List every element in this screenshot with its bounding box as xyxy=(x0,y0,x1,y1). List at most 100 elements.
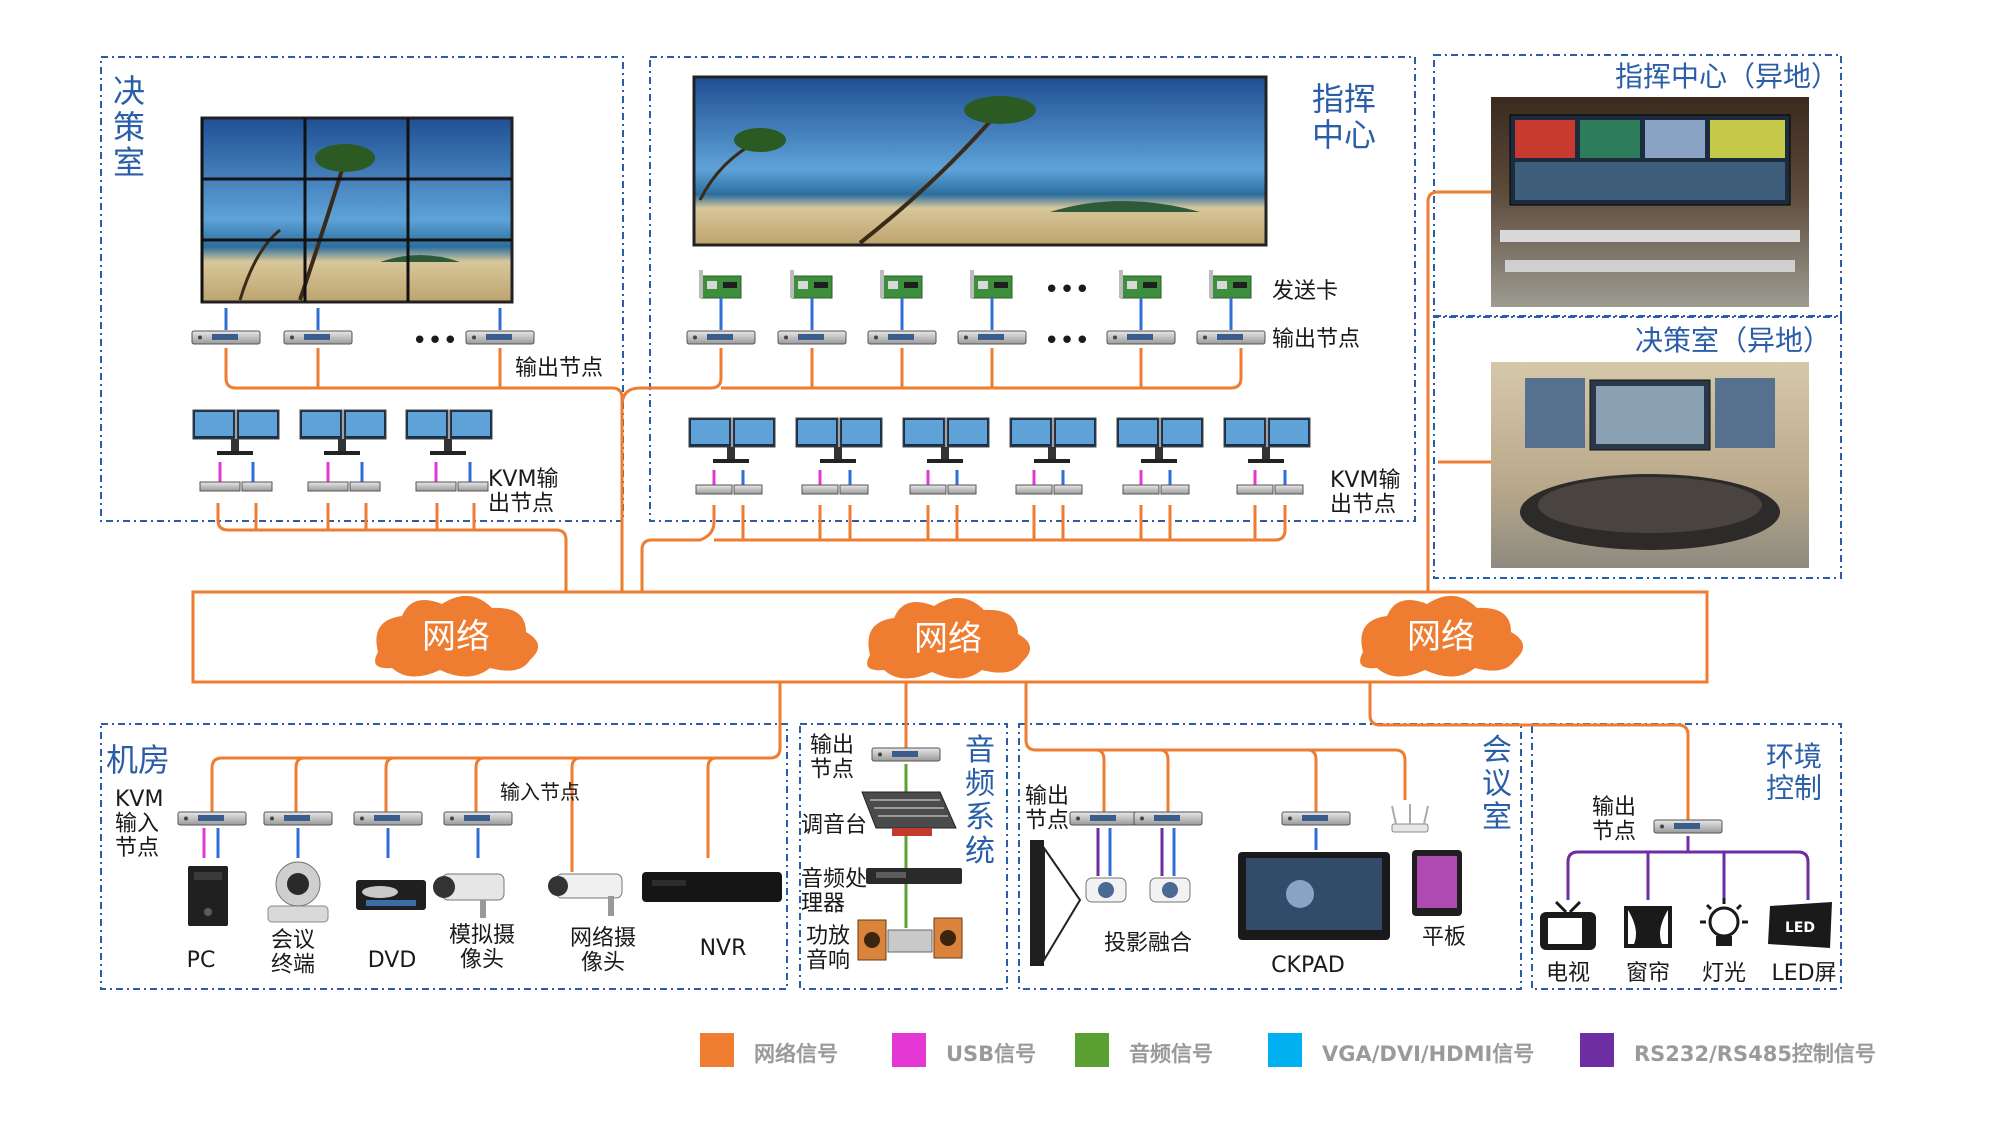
legend-label: USB信号 xyxy=(946,1042,1036,1066)
decision-room-zone xyxy=(100,56,624,522)
control-signal-lines xyxy=(1566,836,1810,900)
legend-item: 音频信号 xyxy=(1075,1033,1213,1067)
tablet-icon xyxy=(1412,850,1462,916)
device-network-camera-label: 网络摄像头 xyxy=(570,926,636,976)
meeting-room-zone xyxy=(1018,723,1522,990)
command-kvm-output-label: KVM输出节点 xyxy=(1330,468,1400,518)
light-icon xyxy=(1700,898,1748,946)
remote-command-photo xyxy=(1491,97,1809,307)
legend-swatch xyxy=(1075,1033,1109,1067)
audio-system-zone xyxy=(799,723,1008,990)
remote-command-title: 指挥中心（异地） xyxy=(1615,60,1839,93)
curtain-icon xyxy=(1624,906,1672,948)
machine-input-node-label: 输入节点 xyxy=(500,780,580,804)
decision-kvm-output-label: KVM输出节点 xyxy=(488,467,558,517)
device-light-label: 灯光 xyxy=(1702,961,1746,986)
device-conference-terminal-label: 会议终端 xyxy=(271,928,315,978)
decision-output-nodes xyxy=(191,308,535,345)
command-output-nodes xyxy=(686,330,1266,345)
command-kvm-stations xyxy=(688,417,1311,495)
decision-kvm-stations xyxy=(192,409,493,492)
device-audio-processor-label: 音频处理器 xyxy=(801,867,867,917)
env-output-node-label: 输出节点 xyxy=(1592,795,1636,845)
legend-label: VGA/DVI/HDMI信号 xyxy=(1322,1042,1534,1066)
decision-room-title: 决策室 xyxy=(113,72,145,182)
command-video-wall xyxy=(692,75,1268,247)
device-analog-camera-label: 模拟摄像头 xyxy=(449,923,515,973)
device-ckpad-label: CKPAD xyxy=(1271,953,1345,978)
meeting-output-nodes xyxy=(1069,811,1351,876)
legend-item: USB信号 xyxy=(892,1033,1036,1067)
env-output-node xyxy=(1653,819,1723,834)
command-output-node-label: 输出节点 xyxy=(1272,327,1360,352)
sender-cards xyxy=(698,269,1252,330)
legend-label: RS232/RS485控制信号 xyxy=(1634,1042,1876,1066)
remote-command-zone xyxy=(1433,54,1842,318)
audio-processor-icon xyxy=(866,868,962,884)
network-cloud-1-label: 网络 xyxy=(422,617,490,657)
analog-camera-icon xyxy=(433,873,505,918)
network-cloud-3-label: 网络 xyxy=(1407,617,1475,657)
legend-item: RS232/RS485控制信号 xyxy=(1580,1033,1876,1067)
meeting-room-title: 会议室 xyxy=(1482,733,1512,835)
device-projection-label: 投影融合 xyxy=(1104,931,1192,956)
legend-item: VGA/DVI/HDMI信号 xyxy=(1268,1033,1534,1067)
env-control-title: 环境控制 xyxy=(1766,740,1822,804)
device-nvr-label: NVR xyxy=(700,936,747,961)
network-cloud-1: 网络 xyxy=(375,595,539,677)
led-screen-icon: LED xyxy=(1768,902,1832,948)
network-cloud-2-label: 网络 xyxy=(914,619,982,659)
network-cloud-3: 网络 xyxy=(1360,595,1524,677)
command-center-title: 指挥中心 xyxy=(1312,80,1376,154)
legend-swatch xyxy=(1268,1033,1302,1067)
led-icon-text: LED xyxy=(1785,920,1815,936)
remote-decision-title: 决策室（异地） xyxy=(1635,324,1831,357)
device-curtain-label: 窗帘 xyxy=(1626,961,1670,986)
network-lines xyxy=(210,190,1690,872)
legend-label: 音频信号 xyxy=(1129,1042,1213,1066)
device-dvd-label: DVD xyxy=(368,948,417,973)
command-center-zone xyxy=(649,56,1416,522)
network-camera-icon xyxy=(548,873,623,916)
machine-room-title: 机房 xyxy=(106,741,170,779)
pc-tower-icon xyxy=(188,866,228,926)
remote-decision-zone xyxy=(1433,315,1842,579)
machine-input-nodes xyxy=(177,811,513,858)
legend-item: 网络信号 xyxy=(700,1033,838,1067)
env-control-zone xyxy=(1531,723,1842,990)
device-tv-label: 电视 xyxy=(1546,961,1590,986)
video-wall-3x3 xyxy=(200,116,514,304)
device-pc-label: PC xyxy=(187,948,216,973)
decision-output-node-label: 输出节点 xyxy=(515,356,603,381)
mixer-icon xyxy=(861,791,957,836)
command-node-ellipsis: ••• xyxy=(1044,326,1090,356)
nvr-icon xyxy=(642,872,782,902)
legend-swatch xyxy=(1580,1033,1614,1067)
remote-decision-photo xyxy=(1491,362,1809,568)
ckpad-display-icon xyxy=(1238,852,1390,940)
tv-icon xyxy=(1540,900,1596,950)
amplifier-speaker-icon xyxy=(857,917,963,961)
audio-output-node xyxy=(871,747,941,762)
audio-system-title: 音频系统 xyxy=(965,733,995,869)
machine-room-zone xyxy=(100,723,788,990)
signal-legend: 网络信号 USB信号 音频信号 VGA/DVI/HDMI信号 RS232/RS485控制… xyxy=(700,1033,1876,1067)
device-amplifier-label: 功放音响 xyxy=(806,924,850,974)
device-led-label: LED屏 xyxy=(1771,961,1836,986)
device-tablet-label: 平板 xyxy=(1422,925,1466,950)
decision-ellipsis: ••• xyxy=(412,326,458,356)
conference-terminal-icon xyxy=(267,861,329,923)
wifi-router-icon xyxy=(1391,804,1429,833)
sender-card-label: 发送卡 xyxy=(1272,279,1338,304)
legend-label: 网络信号 xyxy=(754,1042,838,1066)
command-card-ellipsis: ••• xyxy=(1044,275,1090,305)
audio-output-node-label: 输出节点 xyxy=(810,733,854,783)
projection-screen-icon xyxy=(1030,840,1082,966)
meeting-output-node-label: 输出节点 xyxy=(1025,784,1069,834)
dvd-player-icon xyxy=(356,880,426,910)
network-cloud-2: 网络 xyxy=(867,597,1031,679)
projector-icon xyxy=(1085,877,1191,903)
device-mixer-label: 调音台 xyxy=(801,813,867,838)
